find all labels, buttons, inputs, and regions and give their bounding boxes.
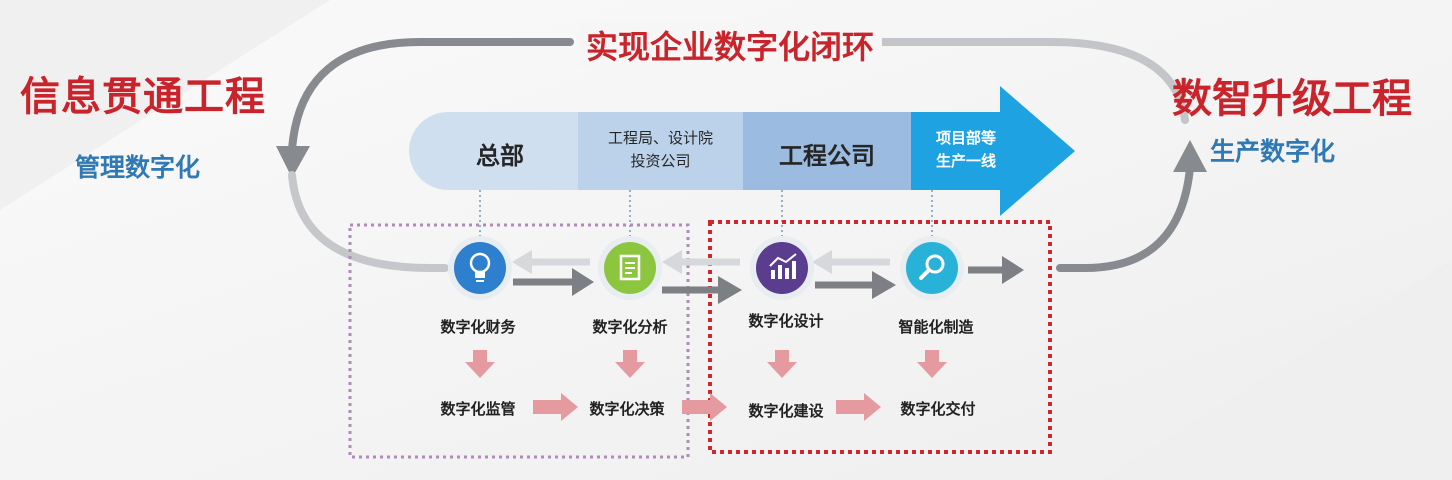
bar-label-company: 工程公司 bbox=[779, 142, 875, 170]
down-arrow-pink bbox=[465, 350, 495, 378]
forward-arrowhead bbox=[718, 276, 742, 304]
node-label-analysis: 数字化分析 bbox=[592, 318, 668, 336]
loop-arrow-bottom-left bbox=[288, 171, 449, 272]
loop-title: 实现企业数字化闭环 bbox=[578, 22, 883, 68]
node-label-design: 数字化设计 bbox=[748, 312, 824, 330]
background-facet bbox=[0, 0, 330, 210]
down-arrow-pink bbox=[917, 350, 947, 378]
down-arrow-pink bbox=[615, 350, 645, 378]
loop-arrowhead-right bbox=[1173, 140, 1207, 172]
bar-label-hq: 总部 bbox=[476, 142, 524, 170]
back-arrowhead bbox=[662, 250, 682, 274]
bottom-label-construction: 数字化建设 bbox=[748, 402, 824, 420]
right-arrow-pink bbox=[682, 393, 727, 421]
loop-arrowhead-left bbox=[276, 146, 310, 178]
bar-segment-hq bbox=[409, 112, 578, 190]
lightbulb-icon bbox=[469, 252, 491, 282]
bar-label-frontline: 项目部等 生产一线 bbox=[911, 127, 1021, 173]
right-project-subtitle: 生产数字化 bbox=[1210, 137, 1336, 166]
bar-label-frontline-line2: 生产一线 bbox=[935, 152, 996, 170]
node-label-finance: 数字化财务 bbox=[440, 318, 516, 336]
bottom-label-delivery: 数字化交付 bbox=[900, 400, 976, 418]
down-arrow-pink bbox=[767, 350, 797, 378]
bar-label-bureau-line2: 投资公司 bbox=[630, 152, 691, 170]
bar-label-frontline-line1: 项目部等 bbox=[935, 129, 996, 147]
node-manufacturing-circle bbox=[906, 242, 958, 294]
loop-arrow-bottom-right bbox=[1056, 164, 1194, 272]
bar-segment-bureau bbox=[578, 112, 743, 190]
right-arrow-pink bbox=[836, 393, 881, 421]
bottom-label-decision: 数字化决策 bbox=[589, 400, 665, 418]
left-project-subtitle: 管理数字化 bbox=[75, 153, 201, 182]
right-project-title: 数智升级工程 bbox=[1172, 76, 1412, 122]
forward-arrowhead bbox=[1002, 256, 1024, 284]
loop-arrow-top-left bbox=[288, 38, 574, 154]
bar-label-bureau-line1: 工程局、设计院 bbox=[607, 129, 713, 147]
background-facet bbox=[1100, 260, 1452, 480]
chart-icon bbox=[769, 253, 797, 279]
right-arrow-pink bbox=[533, 393, 578, 421]
loop-arrow-top-right bbox=[876, 38, 1189, 124]
magnifier-icon bbox=[919, 254, 945, 280]
bar-segment-company bbox=[743, 112, 911, 190]
production-box bbox=[708, 220, 1052, 454]
node-label-manufacturing: 智能化制造 bbox=[898, 318, 974, 336]
bar-label-bureau: 工程局、设计院 投资公司 bbox=[578, 127, 743, 173]
document-icon bbox=[619, 254, 641, 281]
forward-arrowhead bbox=[572, 268, 594, 296]
bar-segment-frontline bbox=[911, 86, 1075, 216]
forward-arrowhead bbox=[872, 271, 896, 299]
back-arrowhead bbox=[512, 250, 532, 274]
left-project-title: 信息贯通工程 bbox=[20, 74, 266, 120]
management-box bbox=[348, 223, 690, 459]
back-arrowhead bbox=[812, 250, 832, 274]
bottom-label-supervision: 数字化监管 bbox=[440, 400, 516, 418]
node-finance-circle bbox=[454, 242, 506, 294]
